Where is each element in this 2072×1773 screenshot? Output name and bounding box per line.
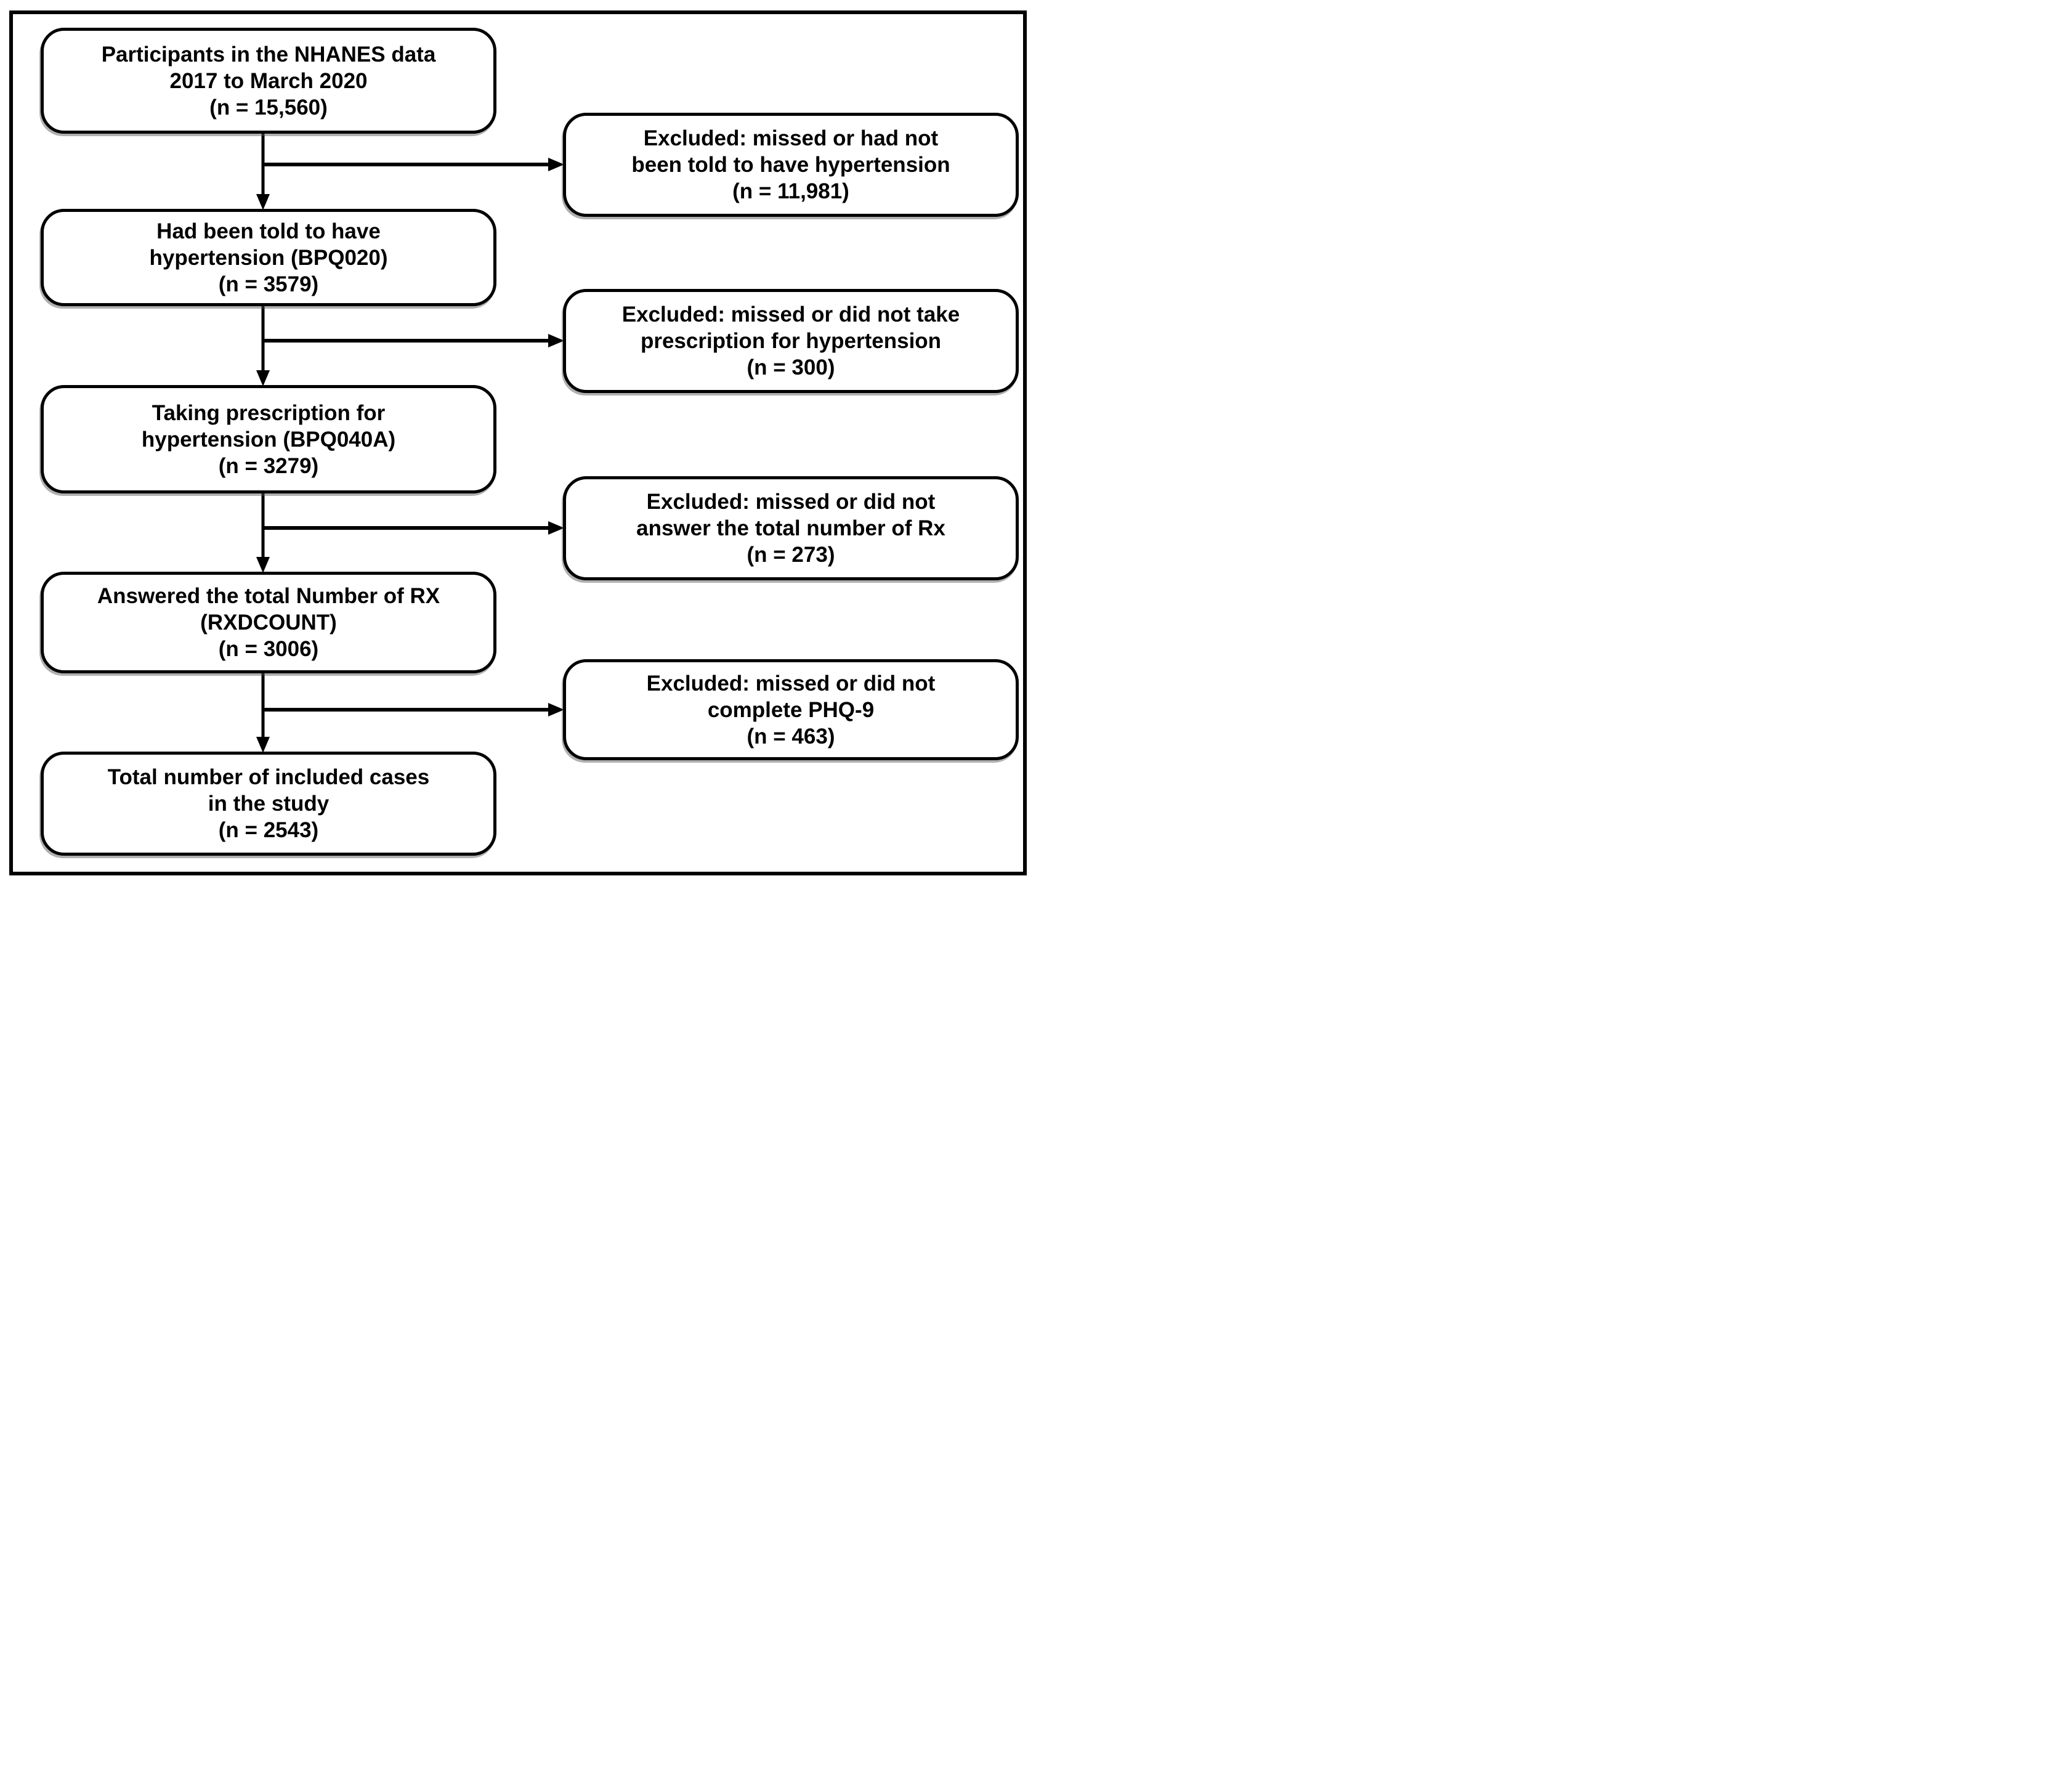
box-line: hypertension (BPQ020): [149, 245, 388, 270]
box-line: Answered the total Number of RX: [97, 584, 440, 608]
box-line: Total number of included cases: [107, 765, 430, 789]
exclusion-box-phq9: Excluded: missed or did not complete PHQ…: [563, 659, 1019, 760]
box-line: (n = 300): [747, 355, 835, 379]
exclusion-box-prescription: Excluded: missed or did not take prescri…: [563, 289, 1019, 393]
box-line: 2017 to March 2020: [169, 68, 368, 93]
box-line: Participants in the NHANES data: [101, 42, 436, 67]
arrow-taking-to-answered: [256, 493, 270, 573]
arrow-participants-to-told: [256, 134, 270, 210]
box-line: prescription for hypertension: [640, 329, 942, 353]
arrow-to-exclusion-phq9: [262, 703, 564, 716]
box-line: Taking prescription for: [152, 400, 386, 425]
arrow-to-exclusion-hypertension: [262, 158, 564, 171]
box-line: (n = 3579): [218, 272, 319, 296]
box-line: answer the total number of Rx: [636, 516, 945, 540]
box-line: (RXDCOUNT): [200, 611, 337, 635]
box-line: Excluded: missed or did not take: [621, 302, 960, 327]
figure-frame: Participants in the NHANES data 2017 to …: [9, 10, 1027, 875]
box-line: complete PHQ-9: [707, 697, 875, 722]
box-line: Excluded: missed or had not: [643, 126, 939, 150]
flow-box-answered-rx: Answered the total Number of RX (RXDCOUN…: [41, 572, 496, 673]
box-line: (n = 11,981): [732, 179, 849, 203]
arrow-answered-to-included: [256, 673, 270, 753]
box-line: (n = 273): [747, 543, 835, 567]
box-line: (n = 3279): [218, 453, 319, 478]
arrow-told-to-taking: [256, 306, 270, 386]
flow-box-participants: Participants in the NHANES data 2017 to …: [41, 28, 496, 134]
exclusion-box-hypertension: Excluded: missed or had not been told to…: [563, 113, 1019, 217]
flow-box-taking-prescription: Taking prescription for hypertension (BP…: [41, 385, 496, 493]
box-line: (n = 463): [747, 724, 835, 749]
box-line: in the study: [208, 792, 330, 816]
box-line: (n = 2543): [218, 818, 319, 842]
flow-box-told-hypertension: Had been told to have hypertension (BPQ0…: [41, 209, 496, 306]
box-line: Excluded: missed or did not: [646, 490, 936, 514]
flowchart-canvas: Participants in the NHANES data 2017 to …: [13, 14, 1023, 872]
exclusion-box-rx-count: Excluded: missed or did not answer the t…: [563, 476, 1019, 580]
box-line: (n = 15,560): [209, 95, 328, 120]
arrow-to-exclusion-prescription: [262, 334, 564, 347]
box-line: hypertension (BPQ040A): [141, 427, 396, 452]
box-line: Excluded: missed or did not: [646, 671, 936, 696]
box-line: (n = 3006): [218, 637, 319, 661]
box-line: been told to have hypertension: [631, 153, 950, 177]
arrow-to-exclusion-rx-count: [262, 521, 564, 535]
flow-box-included-cases: Total number of included cases in the st…: [41, 752, 496, 856]
box-line: Had been told to have: [156, 219, 381, 243]
